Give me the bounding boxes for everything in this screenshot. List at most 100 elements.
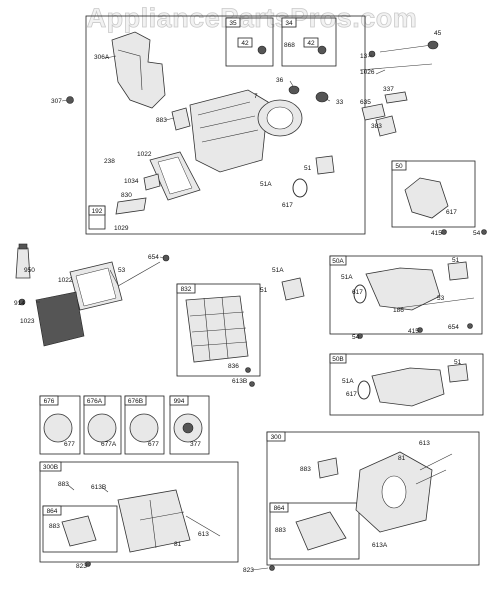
intake-gasket-51a — [281, 277, 305, 301]
part-number-callouts: 306A 307 883 238 1022 1034 830 1029 868 … — [14, 30, 481, 574]
screw-823a — [85, 561, 91, 567]
callout-883b: 883 — [58, 481, 69, 488]
callout-1022b: 1022 — [58, 277, 73, 284]
exhaust-flange-864b — [295, 511, 347, 551]
tag-676a: 676A — [87, 398, 103, 405]
heat-shield-676a — [87, 413, 117, 443]
heat-shield-676b — [129, 413, 159, 443]
kit-tags: 35 34 192 50 832 50A 50B 676 676A 676B 9… — [39, 17, 407, 516]
kit-box-864a — [42, 505, 118, 553]
heat-shield-676 — [43, 413, 73, 443]
callout-1022a: 1022 — [137, 151, 152, 158]
callout-950: 950 — [24, 267, 35, 274]
cylinder-head — [189, 89, 269, 173]
callout-1034: 1034 — [124, 178, 139, 185]
callout-883c: 883 — [49, 523, 60, 530]
callout-238: 238 — [104, 158, 115, 165]
muffler-300b — [117, 489, 191, 553]
tag-300: 300 — [271, 434, 282, 441]
valve-35 — [257, 45, 267, 55]
screw-914 — [18, 298, 26, 306]
kit-box-35 — [225, 17, 274, 67]
callout-613b: 613 — [419, 440, 430, 447]
tag-676: 676 — [44, 398, 55, 405]
callout-81b: 81 — [398, 455, 406, 462]
screw-613b — [249, 381, 255, 387]
kit-box-34 — [281, 17, 337, 67]
callout-81a: 81 — [174, 541, 182, 548]
kit-box-50 — [391, 160, 476, 228]
screw-823b — [269, 565, 275, 571]
callout-51A-a: 51A — [260, 181, 272, 188]
callout-635: 635 — [360, 99, 371, 106]
tag-50b: 50B — [332, 356, 344, 363]
callout-377: 377 — [190, 441, 201, 448]
callout-51A-c: 51A — [341, 274, 353, 281]
kit-box-300b — [39, 461, 239, 563]
callout-337: 337 — [383, 86, 394, 93]
rocker-635 — [361, 103, 386, 121]
leader-lines — [36, 54, 386, 571]
callout-33: 33 — [336, 99, 344, 106]
callout-617c: 617 — [352, 289, 363, 296]
kit-box-300 — [266, 431, 480, 566]
air-guide-shroud — [111, 31, 166, 109]
nut-54a — [481, 229, 487, 235]
callout-613B-a: 613B — [91, 484, 106, 491]
callout-868: 868 — [284, 42, 295, 49]
o-ring-617 — [292, 178, 308, 198]
rocker-337 — [384, 91, 408, 104]
valve-spring-36 — [288, 85, 300, 95]
callout-613A: 613A — [372, 542, 388, 549]
gasket-883 — [171, 107, 191, 131]
tag-50a: 50A — [332, 258, 344, 265]
callout-13: 13 — [360, 53, 368, 60]
callout-306a: 306A — [94, 54, 110, 61]
tag-994: 994 — [174, 398, 185, 405]
breather-1029 — [115, 197, 147, 215]
kit-box-676 — [39, 395, 81, 455]
callout-54b: 54 — [352, 334, 360, 341]
callout-45: 45 — [434, 30, 442, 37]
callout-677a: 677 — [64, 441, 75, 448]
callout-613B: 613B — [232, 378, 247, 385]
callout-836: 836 — [228, 363, 239, 370]
callout-617a: 617 — [282, 202, 293, 209]
callout-53a: 53 — [118, 267, 126, 274]
intake-manifold-50a — [365, 267, 441, 311]
tag-50: 50 — [395, 163, 403, 170]
callout-883a: 883 — [156, 117, 167, 124]
callout-830: 830 — [121, 192, 132, 199]
callout-51A-d: 51A — [342, 378, 354, 385]
tag-35: 35 — [229, 20, 237, 27]
intake-gasket-51 — [315, 155, 335, 175]
tag-864b: 864 — [274, 505, 285, 512]
callout-307: 307 — [51, 98, 62, 105]
callout-7: 7 — [254, 93, 258, 100]
tag-676b: 676B — [128, 398, 143, 405]
kit-box-994 — [169, 395, 210, 455]
callout-654a: 654 — [148, 254, 159, 261]
intake-manifold-50b — [371, 367, 445, 407]
exhaust-gasket-883d — [317, 457, 339, 479]
kit-box-50a — [329, 255, 483, 335]
kit-box-864b — [269, 502, 360, 560]
tag-864a: 864 — [47, 508, 58, 515]
valve-34 — [317, 45, 327, 55]
bolt-415b — [417, 327, 423, 333]
callout-51A-b: 51A — [272, 267, 284, 274]
intake-manifold-50 — [404, 177, 449, 219]
valve-spring-33 — [315, 91, 329, 103]
callout-883d: 883 — [300, 466, 311, 473]
exhaust-flange-864a — [61, 515, 97, 547]
kit-box-832 — [176, 283, 261, 377]
callout-617d: 617 — [346, 391, 357, 398]
callout-677A: 677A — [101, 441, 117, 448]
kit-box-50b — [329, 353, 484, 416]
callout-383: 383 — [371, 123, 382, 130]
callout-617b: 617 — [446, 209, 457, 216]
tag-832: 832 — [181, 286, 192, 293]
tag-34: 34 — [285, 20, 293, 27]
callout-677b: 677 — [148, 441, 159, 448]
